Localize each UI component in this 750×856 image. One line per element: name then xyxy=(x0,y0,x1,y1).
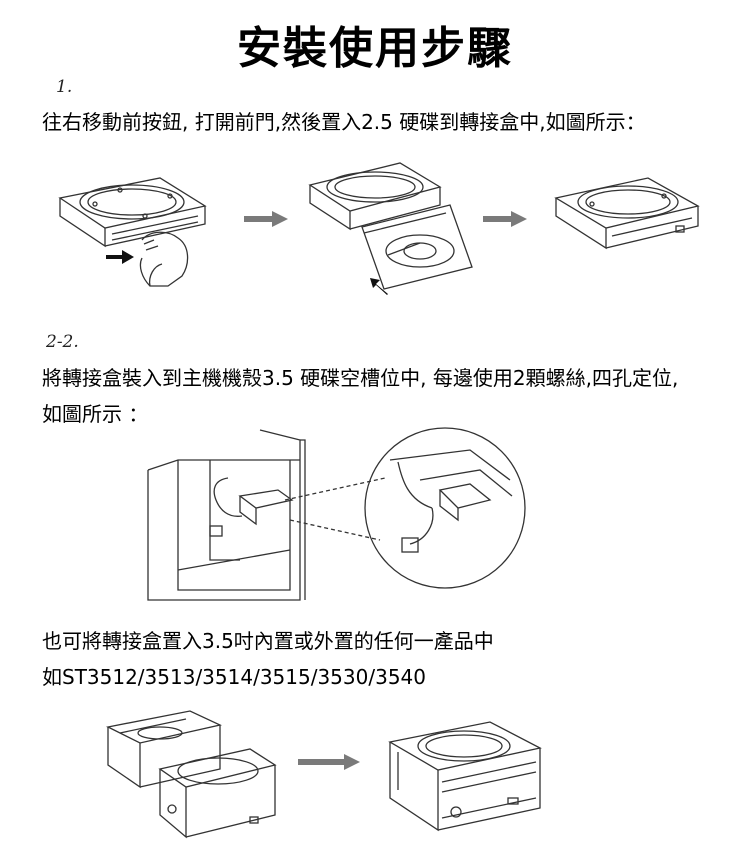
next-arrow-icon-3 xyxy=(298,754,360,774)
mobile-rack-installed-figure xyxy=(380,712,550,847)
pc-case-mounting-figure xyxy=(140,420,530,605)
step-1-instruction: 往右移動前按鈕, 打開前門,然後置入2.5 硬碟到轉接盒中,如圖所示： xyxy=(42,110,646,134)
adapter-closed-figure xyxy=(548,168,708,268)
next-arrow-icon-2 xyxy=(483,211,527,231)
step-3-instruction-line-1: 也可將轉接盒置入3.5吋內置或外置的任何一產品中 xyxy=(42,629,494,653)
adapter-open-insert-disk-figure xyxy=(300,155,480,300)
step-2-instruction-line-2: 如圖所示 ： xyxy=(42,402,149,426)
adapter-into-mobile-rack-figure xyxy=(100,705,280,845)
adapter-closed-with-hand-figure xyxy=(50,168,220,288)
page-title: 安裝使用步驟 xyxy=(237,23,513,74)
step-2-number: 2-2. xyxy=(46,332,79,352)
next-arrow-icon xyxy=(244,211,288,231)
push-arrow-icon xyxy=(104,248,136,270)
insert-arrow-icon xyxy=(368,276,390,300)
step-2-instruction-line-1: 將轉接盒裝入到主機機殼3.5 硬碟空槽位中, 每邊使用2顆螺絲,四孔定位, xyxy=(42,366,679,390)
step-1-number: 1. xyxy=(56,77,73,97)
step-3-instruction-line-2: 如ST3512/3513/3514/3515/3530/3540 xyxy=(42,665,426,689)
